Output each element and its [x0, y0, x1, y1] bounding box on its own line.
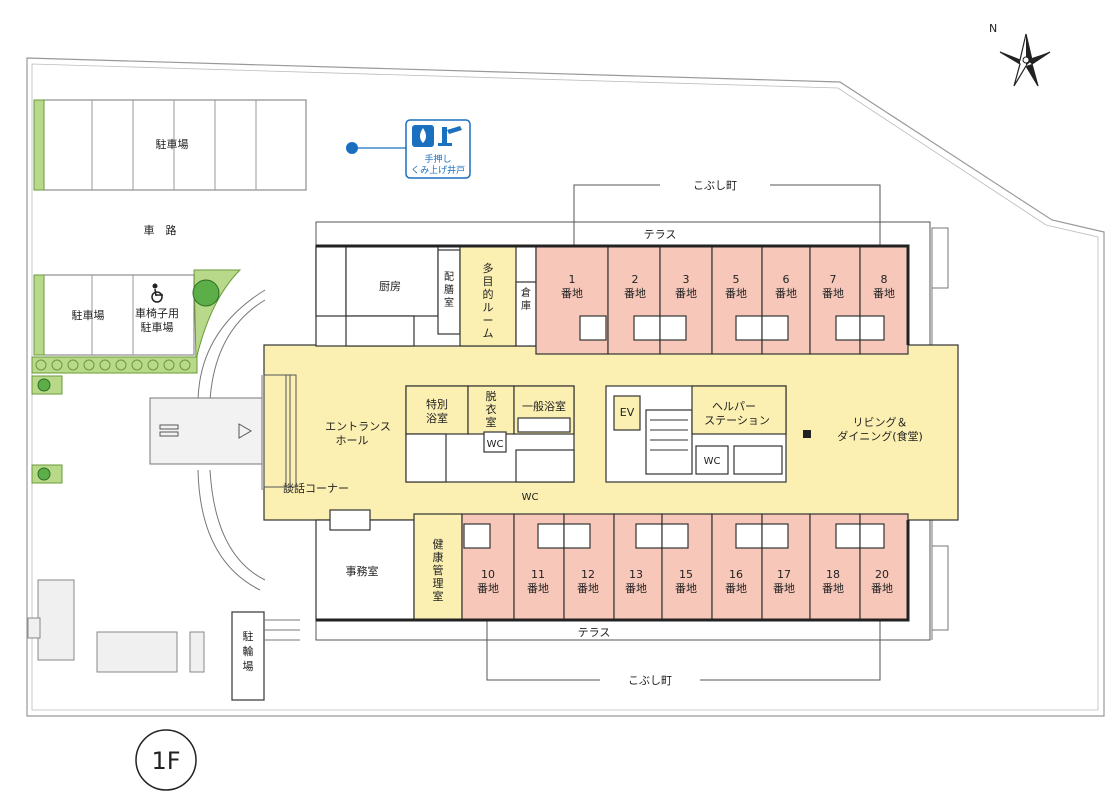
- wheelchair-parking-label-2: 駐車場: [141, 320, 174, 334]
- well-label-2: くみ上げ井戸: [411, 164, 465, 176]
- unit-number-17: 17: [777, 568, 791, 581]
- health-room-2: 康: [433, 550, 444, 564]
- general-bath: 一般浴室: [522, 399, 566, 413]
- changing-3: 室: [486, 415, 497, 429]
- unit-number-10: 10: [481, 568, 495, 581]
- well-label-1: 手押し: [424, 153, 451, 165]
- unit-suffix-3: 番地: [675, 287, 697, 300]
- unit-suffix-17: 番地: [773, 582, 795, 595]
- helper-station-1: ヘルパー: [712, 400, 756, 413]
- lounge-corner: 談話コーナー: [283, 481, 349, 495]
- terrace-top-label: テラス: [644, 228, 677, 241]
- changing-2: 衣: [486, 402, 497, 416]
- storage-2: 庫: [521, 299, 531, 312]
- unit-wc-top: [579, 315, 885, 341]
- office-label: 事務室: [346, 564, 379, 578]
- tree-icon: [192, 279, 220, 307]
- unit-number-1: 1: [569, 273, 576, 286]
- unit-suffix-16: 番地: [725, 582, 747, 595]
- living-dining-1: リビング＆: [853, 415, 908, 429]
- entrance-hall-1: エントランス: [325, 420, 391, 433]
- helper-station-2: ステーション: [704, 414, 770, 427]
- town-bottom-label: こぶし町: [628, 674, 672, 687]
- multipurpose-5: ー: [483, 314, 494, 327]
- health-room-4: 理: [433, 577, 444, 590]
- health-room-5: 室: [433, 589, 444, 603]
- wc-label-bath: WC: [487, 439, 504, 450]
- unit-suffix-7: 番地: [822, 287, 844, 300]
- health-room-3: 管: [433, 563, 444, 577]
- multipurpose-1: 多: [483, 261, 494, 275]
- hedge-row: [31, 356, 198, 484]
- unit-suffix-1: 番地: [561, 287, 583, 300]
- unit-number-13: 13: [629, 568, 643, 581]
- unit-suffix-5: 番地: [725, 287, 747, 300]
- changing-1: 脱: [486, 389, 497, 403]
- entrance-hall-2: ホール: [336, 434, 369, 447]
- special-bath-2: 浴室: [426, 411, 448, 425]
- unit-suffix-6: 番地: [775, 287, 797, 300]
- floor-badge: [135, 729, 197, 791]
- wheelchair-icon: [151, 283, 163, 303]
- unit-wc-bottom: [463, 523, 885, 549]
- unit-number-6: 6: [783, 273, 790, 286]
- unit-suffix-11: 番地: [527, 582, 549, 595]
- special-bath-1: 特別: [426, 397, 448, 411]
- town-top-label: こぶし町: [693, 179, 737, 192]
- terrace-bottom-label: テラス: [578, 626, 611, 639]
- unit-suffix-8: 番地: [873, 287, 895, 300]
- living-dining-2: ダイニング(食堂): [837, 429, 923, 443]
- health-room-1: 健: [433, 538, 444, 551]
- serving-room-3: 室: [444, 296, 454, 309]
- unit-number-2: 2: [632, 273, 639, 286]
- unit-suffix-13: 番地: [625, 582, 647, 595]
- bicycle-parking-2: 輪: [243, 644, 254, 658]
- unit-number-7: 7: [830, 273, 837, 286]
- north-compass-icon: [999, 33, 1051, 87]
- multipurpose-6: ム: [483, 327, 494, 340]
- kitchen-label: 厨房: [379, 280, 401, 293]
- unit-suffix-20: 番地: [871, 582, 893, 595]
- compass-letter: N: [989, 22, 997, 35]
- unit-number-20: 20: [875, 568, 889, 581]
- unit-suffix-12: 番地: [577, 582, 599, 595]
- unit-suffix-10: 番地: [477, 582, 499, 595]
- bottom-left-structures: [27, 579, 300, 701]
- bath-block: [405, 385, 575, 483]
- top-row: [315, 244, 910, 355]
- parking-left-label: 駐車場: [72, 308, 105, 322]
- driveway: [149, 289, 266, 591]
- unit-number-18: 18: [826, 568, 840, 581]
- parking-top-label: 駐車場: [156, 137, 189, 151]
- ev-label: EV: [620, 406, 635, 419]
- multipurpose-2: 目: [483, 275, 494, 288]
- multipurpose-4: ル: [483, 301, 494, 314]
- unit-number-5: 5: [733, 273, 740, 286]
- unit-number-3: 3: [683, 273, 690, 286]
- wc-label-helper: WC: [704, 456, 721, 467]
- unit-suffix-2: 番地: [624, 287, 646, 300]
- storage-1: 倉: [521, 286, 531, 299]
- unit-number-15: 15: [679, 568, 693, 581]
- road-label: 車 路: [144, 223, 177, 237]
- ev-block: [605, 385, 811, 483]
- serving-room-2: 膳: [444, 283, 454, 296]
- serving-room-1: 配: [444, 271, 454, 283]
- bottom-row: [315, 509, 910, 622]
- unit-suffix-15: 番地: [675, 582, 697, 595]
- parking-top-area: [33, 99, 307, 191]
- well-marker: [346, 119, 471, 179]
- unit-number-12: 12: [581, 568, 595, 581]
- bicycle-parking-3: 場: [243, 660, 254, 673]
- unit-number-11: 11: [531, 568, 545, 581]
- multipurpose-3: 的: [483, 287, 494, 301]
- wheelchair-parking-label-1: 車椅子用: [135, 306, 179, 320]
- floor-label: 1F: [151, 747, 180, 775]
- wc-label-corridor: WC: [522, 492, 539, 503]
- unit-number-16: 16: [729, 568, 743, 581]
- unit-suffix-18: 番地: [822, 582, 844, 595]
- unit-number-8: 8: [881, 273, 888, 286]
- bicycle-parking-1: 駐: [243, 629, 254, 643]
